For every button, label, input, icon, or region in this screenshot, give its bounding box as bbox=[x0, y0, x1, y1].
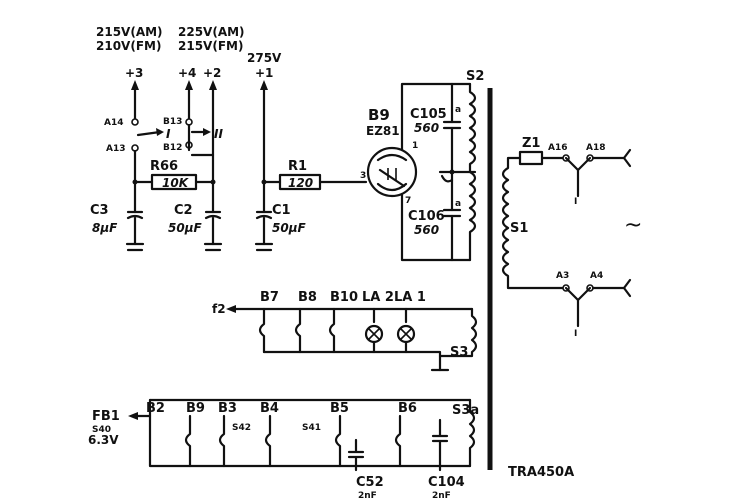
cap-mark-b: a bbox=[455, 199, 461, 209]
b2-label: B2 bbox=[146, 401, 165, 416]
b7-label: B7 bbox=[260, 290, 279, 305]
primary-section: S1 Z1 I A16 A18 I A3 A4 ~ bbox=[501, 136, 642, 339]
c52-value: 2nF bbox=[358, 491, 377, 500]
cap-labels: C3 8μF C2 50μF C1 50μF bbox=[90, 203, 307, 235]
s3a-label: S3a bbox=[452, 403, 479, 418]
a16-label: A16 bbox=[548, 143, 568, 153]
secondary-section: C105 560 C106 560 a a S2 bbox=[408, 69, 484, 262]
tube-type: EZ81 bbox=[366, 124, 400, 138]
filament-section: FB1 S40 6.3V B2 B9 B3 B4 B5 B6 S42 S41 S… bbox=[88, 398, 574, 500]
b6-label: B6 bbox=[398, 401, 417, 416]
s2-label: S2 bbox=[466, 69, 484, 84]
switch-mark-1: I bbox=[574, 197, 577, 207]
c1-label: C1 bbox=[272, 203, 291, 218]
c105-value: 560 bbox=[414, 121, 439, 135]
z1-label: Z1 bbox=[522, 136, 540, 151]
c3-value: 8μF bbox=[92, 221, 118, 235]
node2-label: +2 bbox=[203, 66, 221, 80]
v1-label: 275V bbox=[247, 51, 282, 65]
r1-value: 120 bbox=[288, 176, 313, 190]
v2-am-label: 225V(AM) bbox=[178, 25, 245, 39]
arrow-up-icon bbox=[185, 80, 193, 90]
c105-label: C105 bbox=[410, 107, 447, 122]
switch-1-label: I bbox=[166, 127, 171, 141]
r66-label: R66 bbox=[150, 159, 178, 174]
c106-value: 560 bbox=[414, 223, 439, 237]
s42-label: S42 bbox=[232, 423, 251, 433]
supply-labels: 215V(AM) 210V(FM) 225V(AM) 215V(FM) 275V… bbox=[96, 25, 282, 80]
c2-value: 50μF bbox=[168, 221, 203, 235]
a18-label: A18 bbox=[586, 143, 606, 153]
arrow-right-icon bbox=[156, 128, 164, 136]
node3-label: +3 bbox=[125, 66, 143, 80]
tube-envelope bbox=[366, 146, 418, 198]
junction-dot bbox=[449, 169, 455, 175]
v3-am-label: 215V(AM) bbox=[96, 25, 163, 39]
switch-contact bbox=[562, 154, 570, 162]
c106-label: C106 bbox=[408, 209, 445, 224]
arrow-up-icon bbox=[209, 80, 217, 90]
resistor-r66: R66 10K bbox=[133, 159, 215, 191]
c104-value: 2nF bbox=[432, 491, 451, 500]
arrow-left-icon bbox=[226, 305, 236, 313]
c3-label: C3 bbox=[90, 203, 109, 218]
f2-label: f2 bbox=[212, 302, 226, 316]
switch-2-label: II bbox=[214, 127, 223, 141]
a14-label: A14 bbox=[104, 118, 124, 128]
c2-label: C2 bbox=[174, 203, 193, 218]
arrow-left-icon bbox=[128, 412, 138, 420]
cap-mark-a: a bbox=[455, 105, 461, 115]
b8-label: B8 bbox=[298, 290, 317, 305]
arrow-right-icon bbox=[203, 128, 211, 136]
fb1-label: FB1 bbox=[92, 409, 120, 424]
arrow-up-icon bbox=[131, 80, 139, 90]
transformer-model: TRA450A bbox=[508, 465, 574, 480]
heater-section: f2 B7 B8 B10 LA 2 LA 1 S3 bbox=[212, 290, 478, 372]
c1-value: 50μF bbox=[272, 221, 307, 235]
rail-3-wiring bbox=[125, 88, 145, 246]
node1-label: +1 bbox=[255, 66, 273, 80]
s40-label: S40 bbox=[92, 425, 111, 435]
v2-fm-label: 215V(FM) bbox=[178, 39, 243, 53]
b5-label: B5 bbox=[330, 401, 349, 416]
c52-label: C52 bbox=[356, 475, 384, 490]
a4-label: A4 bbox=[590, 271, 603, 281]
s41-label: S41 bbox=[302, 423, 321, 433]
a3-label: A3 bbox=[556, 271, 569, 281]
switch-1: I A14 A13 bbox=[104, 118, 171, 154]
node4-label: +4 bbox=[178, 66, 196, 80]
c104-label: C104 bbox=[428, 475, 465, 490]
pin-7-label: 7 bbox=[405, 196, 411, 206]
s1-label: S1 bbox=[510, 221, 528, 236]
rectifier-tube: B9 EZ81 1 3 7 bbox=[360, 82, 472, 262]
ac-symbol: ~ bbox=[624, 213, 642, 238]
arrow-up-icon bbox=[260, 80, 268, 90]
rail-1-wiring: R1 120 bbox=[254, 88, 368, 246]
rail-4-2-wiring: II B13 B12 bbox=[163, 88, 223, 246]
switch-contact bbox=[562, 284, 570, 292]
rail-arrows bbox=[131, 80, 268, 90]
a13-label: A13 bbox=[106, 144, 126, 154]
s3-label: S3 bbox=[450, 345, 468, 360]
v3-fm-label: 210V(FM) bbox=[96, 39, 161, 53]
pin-3-label: 3 bbox=[360, 171, 366, 181]
b4-label: B4 bbox=[260, 401, 279, 416]
r1-label: R1 bbox=[288, 159, 307, 174]
fuse-z1 bbox=[518, 150, 544, 166]
b12-label: B12 bbox=[163, 143, 182, 153]
v63-label: 6.3V bbox=[88, 433, 119, 447]
pin-1-label: 1 bbox=[412, 141, 418, 151]
switch-contact bbox=[131, 118, 139, 126]
b9-label: B9 bbox=[186, 401, 205, 416]
b13-label: B13 bbox=[163, 117, 182, 127]
la1-label: LA 1 bbox=[394, 290, 426, 305]
tube-name: B9 bbox=[368, 106, 390, 124]
r66-value: 10K bbox=[162, 176, 190, 190]
la2-label: LA 2 bbox=[362, 290, 394, 305]
b3-label: B3 bbox=[218, 401, 237, 416]
switch-mark-2: I bbox=[574, 329, 577, 339]
b10-label: B10 bbox=[330, 290, 358, 305]
